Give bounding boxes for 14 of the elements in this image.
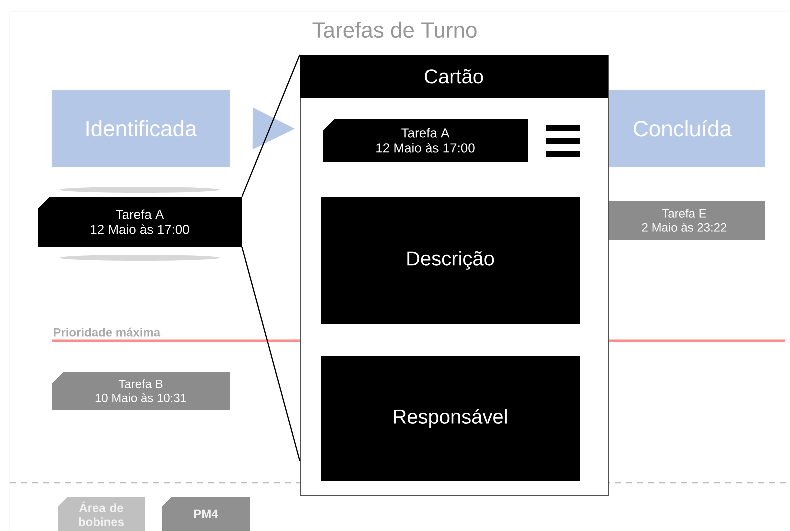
- area-tag: PM4: [162, 497, 250, 531]
- field-box: Responsável: [321, 356, 580, 481]
- column-header: Concluída: [600, 90, 765, 167]
- field-box: Descrição: [321, 197, 580, 324]
- task-card: Tarefa B 10 Maio às 10:31: [52, 372, 230, 410]
- column-header: Identificada: [52, 90, 230, 167]
- zoom-line: [242, 247, 301, 462]
- line-label: Prioridade máxima: [54, 328, 161, 337]
- zoom-line: [242, 54, 301, 198]
- task-card: Tarefa A 12 Maio às 17:00: [38, 197, 242, 247]
- task-card: Tarefa E 2 Maio às 23:22: [604, 201, 765, 240]
- chevron-arrow: [252, 108, 295, 150]
- title: Tarefas de Turno: [312, 22, 477, 38]
- task-card: Tarefa A 12 Maio às 17:00: [323, 119, 528, 162]
